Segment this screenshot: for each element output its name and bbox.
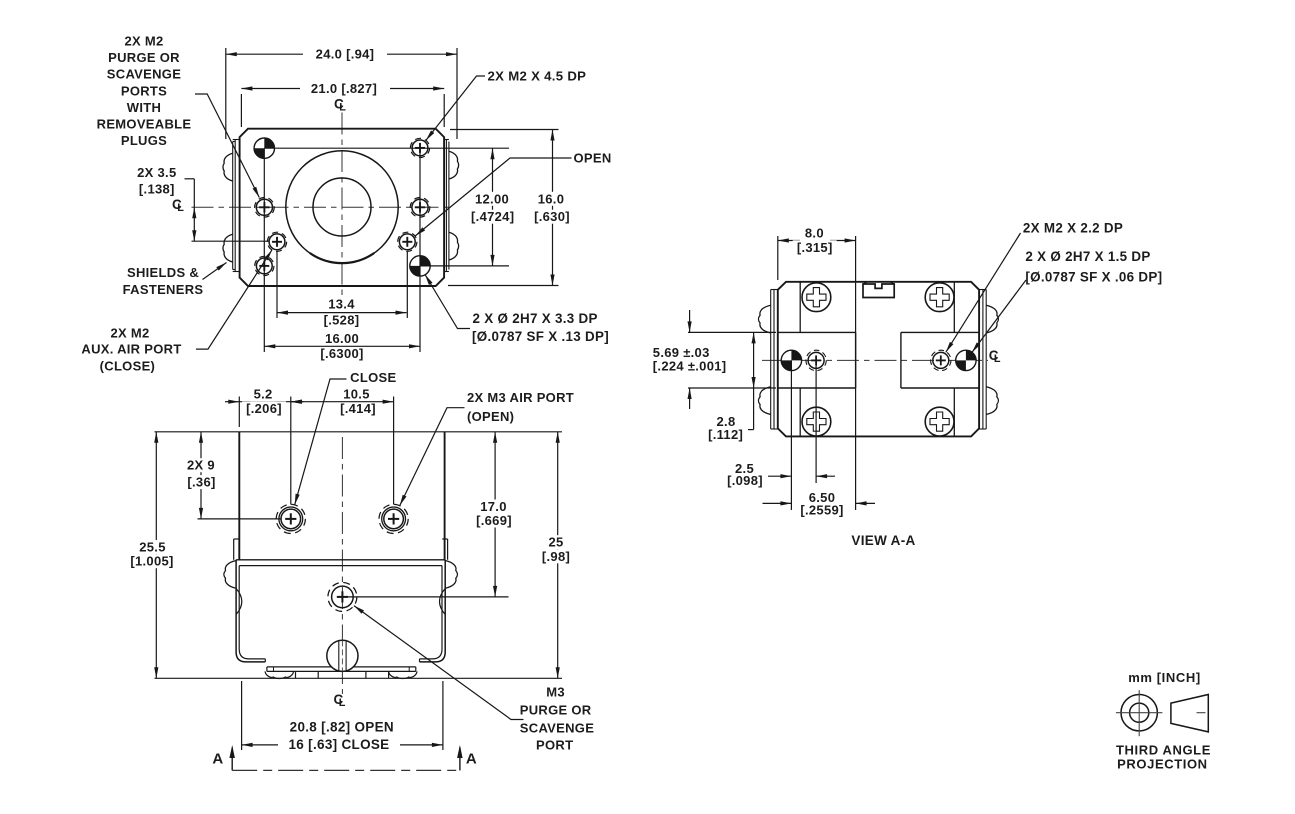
svg-text:A: A bbox=[212, 751, 223, 768]
svg-text:SCAVENGE: SCAVENGE bbox=[520, 721, 594, 736]
svg-text:SCAVENGE: SCAVENGE bbox=[107, 67, 181, 82]
svg-text:17.0: 17.0 bbox=[480, 499, 507, 514]
svg-text:[.112]: [.112] bbox=[708, 427, 743, 442]
svg-text:[.669]: [.669] bbox=[476, 513, 512, 528]
svg-text:OPEN: OPEN bbox=[574, 151, 612, 166]
svg-text:5.69 ±.03: 5.69 ±.03 bbox=[653, 345, 710, 360]
svg-text:12.00: 12.00 bbox=[475, 191, 509, 206]
svg-text:25: 25 bbox=[548, 535, 563, 550]
svg-text:L: L bbox=[177, 202, 184, 214]
svg-text:L: L bbox=[994, 353, 1001, 365]
svg-text:[.2559]: [.2559] bbox=[800, 503, 843, 518]
svg-text:2X M2 X 2.2 DP: 2X M2 X 2.2 DP bbox=[1023, 220, 1123, 235]
svg-text:20.8 [.82] OPEN: 20.8 [.82] OPEN bbox=[290, 720, 394, 735]
svg-text:C: C bbox=[989, 348, 999, 363]
svg-text:CLOSE: CLOSE bbox=[350, 370, 396, 385]
svg-text:[Ø.0787 SF X .06 DP]: [Ø.0787 SF X .06 DP] bbox=[1025, 270, 1162, 285]
svg-text:[.528]: [.528] bbox=[324, 312, 360, 327]
svg-text:[Ø.0787 SF X .13 DP]: [Ø.0787 SF X .13 DP] bbox=[472, 329, 609, 344]
svg-text:FASTENERS: FASTENERS bbox=[123, 282, 204, 297]
svg-text:(OPEN): (OPEN) bbox=[467, 409, 514, 424]
svg-text:VIEW A-A: VIEW A-A bbox=[851, 533, 915, 548]
svg-text:16.00: 16.00 bbox=[325, 331, 359, 346]
svg-text:AUX. AIR PORT: AUX. AIR PORT bbox=[81, 342, 181, 357]
svg-text:13.4: 13.4 bbox=[328, 296, 355, 311]
svg-text:[.138]: [.138] bbox=[139, 181, 175, 196]
svg-text:[.206]: [.206] bbox=[246, 401, 282, 416]
svg-text:2 X Ø 2H7 X 1.5 DP: 2 X Ø 2H7 X 1.5 DP bbox=[1025, 249, 1150, 264]
svg-text:THIRD ANGLE: THIRD ANGLE bbox=[1116, 743, 1211, 758]
svg-text:[1.005]: [1.005] bbox=[130, 554, 173, 569]
svg-text:21.0 [.827]: 21.0 [.827] bbox=[311, 81, 377, 96]
svg-text:8.0: 8.0 bbox=[805, 226, 824, 241]
svg-text:PORT: PORT bbox=[536, 737, 573, 752]
svg-text:2 X Ø 2H7 X 3.3 DP: 2 X Ø 2H7 X 3.3 DP bbox=[473, 311, 598, 326]
svg-text:2.5: 2.5 bbox=[735, 461, 754, 476]
svg-text:2X M2: 2X M2 bbox=[110, 325, 149, 340]
svg-text:6.50: 6.50 bbox=[809, 490, 836, 505]
svg-text:[.630]: [.630] bbox=[534, 209, 570, 224]
svg-text:SHIELDS &: SHIELDS & bbox=[127, 265, 199, 280]
svg-text:5.2: 5.2 bbox=[254, 387, 273, 402]
svg-text:24.0 [.94]: 24.0 [.94] bbox=[316, 47, 375, 62]
svg-text:PROJECTION: PROJECTION bbox=[1117, 757, 1208, 772]
svg-text:10.5: 10.5 bbox=[343, 387, 370, 402]
svg-text:2.8: 2.8 bbox=[717, 414, 736, 429]
svg-text:[.315]: [.315] bbox=[797, 240, 833, 255]
svg-text:mm [INCH]: mm [INCH] bbox=[1128, 670, 1201, 685]
svg-text:[.36]: [.36] bbox=[187, 475, 215, 490]
svg-text:2X M3 AIR PORT: 2X M3 AIR PORT bbox=[467, 390, 574, 405]
svg-text:WITH: WITH bbox=[127, 100, 161, 115]
svg-text:PORTS: PORTS bbox=[121, 83, 167, 98]
svg-text:[.224 ±.001]: [.224 ±.001] bbox=[653, 358, 727, 373]
svg-text:2X 9: 2X 9 bbox=[187, 458, 215, 473]
svg-text:M3: M3 bbox=[546, 684, 565, 699]
svg-text:A: A bbox=[466, 751, 477, 768]
svg-text:L: L bbox=[339, 697, 346, 709]
svg-text:C: C bbox=[172, 197, 182, 212]
svg-text:PURGE OR: PURGE OR bbox=[108, 50, 180, 65]
svg-text:2X M2 X 4.5 DP: 2X M2 X 4.5 DP bbox=[488, 69, 587, 84]
svg-text:(CLOSE): (CLOSE) bbox=[100, 358, 156, 373]
svg-text:25.5: 25.5 bbox=[139, 540, 166, 555]
svg-text:16 [.63] CLOSE: 16 [.63] CLOSE bbox=[289, 737, 390, 752]
svg-text:C: C bbox=[334, 96, 344, 111]
svg-text:2X 3.5: 2X 3.5 bbox=[137, 165, 176, 180]
svg-text:[.098]: [.098] bbox=[727, 473, 763, 488]
svg-text:PLUGS: PLUGS bbox=[121, 133, 167, 148]
svg-text:[.98]: [.98] bbox=[542, 549, 570, 564]
svg-text:L: L bbox=[339, 102, 346, 114]
svg-text:[.6300]: [.6300] bbox=[320, 346, 363, 361]
svg-text:16.0: 16.0 bbox=[538, 191, 565, 206]
svg-text:2X M2: 2X M2 bbox=[124, 34, 163, 49]
svg-text:C: C bbox=[334, 692, 344, 707]
svg-text:PURGE OR: PURGE OR bbox=[520, 703, 592, 718]
svg-text:REMOVEABLE: REMOVEABLE bbox=[97, 117, 192, 132]
svg-text:[.414]: [.414] bbox=[340, 401, 376, 416]
svg-text:[.4724]: [.4724] bbox=[471, 209, 514, 224]
